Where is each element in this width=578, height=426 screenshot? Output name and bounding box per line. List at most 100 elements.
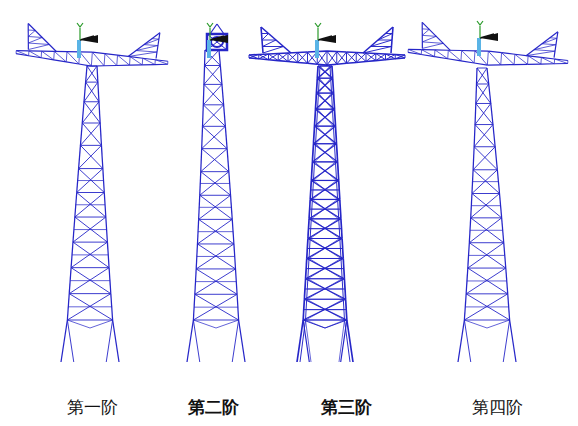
- member: [28, 29, 35, 30]
- member: [304, 279, 344, 300]
- member: [263, 46, 284, 47]
- member: [86, 66, 97, 82]
- member: [298, 53, 308, 64]
- member: [470, 230, 503, 231]
- member: [78, 180, 104, 181]
- member: [304, 299, 345, 300]
- member: [28, 30, 35, 37]
- member: [308, 258, 341, 278]
- member: [337, 52, 347, 64]
- member: [502, 53, 515, 55]
- member: [319, 66, 330, 78]
- member: [317, 93, 319, 109]
- member: [205, 50, 219, 65]
- member: [335, 162, 336, 181]
- member: [386, 54, 396, 59]
- member: [136, 44, 158, 52]
- member: [80, 145, 101, 146]
- member: [474, 147, 497, 170]
- member: [28, 37, 42, 44]
- member: [475, 50, 488, 52]
- member: [200, 195, 233, 219]
- member: [303, 299, 345, 320]
- mode-label: 第四阶: [472, 398, 523, 418]
- member: [306, 320, 326, 328]
- member: [464, 320, 509, 321]
- member: [303, 319, 347, 320]
- member: [473, 169, 497, 170]
- member: [79, 145, 81, 168]
- member: [202, 126, 226, 148]
- member: [554, 59, 555, 64]
- member: [232, 320, 238, 362]
- member: [327, 52, 337, 66]
- member: [104, 54, 106, 66]
- member: [77, 169, 103, 193]
- axis-bar: [477, 38, 481, 56]
- member: [306, 320, 312, 362]
- member: [203, 65, 205, 84]
- member: [193, 320, 216, 328]
- member: [336, 52, 337, 65]
- member: [422, 42, 443, 43]
- tower-mode-4: [458, 68, 516, 362]
- axis-y: [207, 23, 213, 27]
- member: [315, 93, 318, 109]
- member: [469, 243, 505, 268]
- member: [99, 102, 100, 123]
- member: [195, 294, 237, 295]
- member: [71, 267, 109, 268]
- member: [249, 54, 259, 57]
- member: [66, 52, 68, 62]
- member: [514, 54, 516, 64]
- member: [203, 104, 223, 105]
- member: [447, 50, 449, 58]
- member: [307, 52, 308, 63]
- member: [105, 54, 118, 56]
- member: [435, 49, 448, 51]
- member: [307, 258, 343, 259]
- member: [487, 64, 500, 66]
- member: [376, 54, 386, 60]
- member: [28, 36, 42, 38]
- member: [317, 109, 333, 126]
- member: [136, 51, 157, 52]
- member: [312, 199, 337, 200]
- member: [227, 149, 229, 172]
- member: [327, 51, 328, 65]
- member: [307, 238, 342, 258]
- member: [333, 93, 336, 109]
- axis-triad: [315, 23, 336, 58]
- member: [495, 147, 497, 170]
- member: [500, 53, 502, 65]
- member: [278, 54, 288, 62]
- member: [466, 268, 506, 294]
- member: [196, 269, 237, 294]
- member: [316, 66, 318, 78]
- member: [307, 299, 345, 320]
- member: [155, 60, 168, 65]
- member: [327, 51, 337, 64]
- member: [421, 50, 422, 55]
- member: [488, 51, 501, 53]
- member: [501, 53, 515, 65]
- member: [434, 50, 435, 57]
- member: [487, 51, 489, 65]
- member: [101, 145, 102, 168]
- member: [308, 279, 343, 300]
- member: [319, 78, 331, 93]
- tower-mode-2: [187, 50, 245, 362]
- member: [474, 103, 476, 124]
- member: [422, 29, 429, 36]
- member: [318, 78, 330, 93]
- member: [308, 268, 341, 269]
- member: [315, 93, 333, 109]
- member: [74, 229, 107, 230]
- member: [77, 192, 105, 193]
- member: [479, 26, 480, 38]
- member: [337, 144, 338, 162]
- member: [491, 103, 493, 124]
- member: [82, 123, 100, 124]
- member: [194, 307, 238, 308]
- member: [317, 66, 332, 78]
